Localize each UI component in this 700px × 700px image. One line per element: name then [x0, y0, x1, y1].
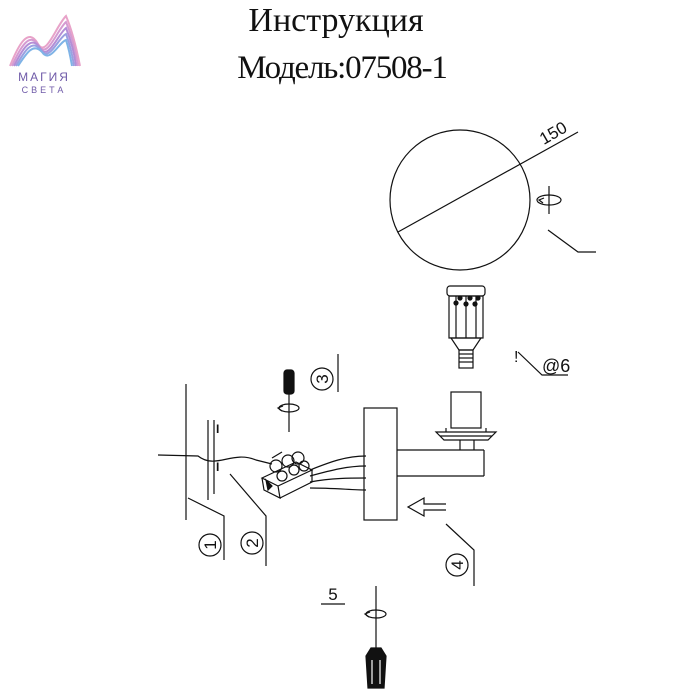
lamp-socket: [434, 391, 498, 441]
model-number: Модель:07508-1: [237, 50, 448, 86]
terminal-block: [260, 451, 314, 500]
bulb-socket-label: @6: [542, 356, 570, 376]
step-3-label: 3: [313, 374, 332, 383]
step-5-label: 5: [328, 585, 337, 604]
light-bulb: [446, 285, 486, 369]
bulb-leader-line: [517, 351, 568, 376]
callout-2-circle: [240, 531, 264, 555]
brand-subtitle: СВЕТА: [21, 85, 67, 95]
lamp-shade: [389, 129, 579, 271]
wire-mark-top: I: [216, 422, 219, 436]
diameter-label: 150: [536, 118, 570, 149]
brand-name: МАГИЯ: [18, 70, 70, 84]
mains-wire: [157, 454, 273, 465]
screwdriver-icon-lower: [363, 586, 387, 689]
warning-mark: !: [514, 349, 518, 366]
mount-arrow-icon: [406, 496, 446, 518]
wire-mark-bottom: I: [216, 460, 219, 474]
callout-2-leader: [229, 473, 267, 566]
shade-leader-line: [547, 229, 596, 253]
callout-1-circle: [198, 533, 222, 557]
brand-logo-wave-icon: [9, 14, 81, 67]
callout-4-leader: [445, 523, 475, 586]
brand-logo: МАГИЯ СВЕТА: [4, 6, 84, 96]
lamp-arm: [397, 440, 485, 477]
page-title: Инструкция: [248, 2, 424, 39]
step-1-label: 1: [201, 540, 220, 549]
wall-plate: [363, 407, 398, 521]
diameter-line: [397, 131, 579, 233]
step-4-label: 4: [448, 560, 467, 569]
step-2-label: 2: [243, 538, 262, 547]
wall-surface: [185, 384, 215, 520]
callout-3-circle: [310, 367, 334, 391]
rotate-icon: [536, 186, 562, 214]
callout-1-leader: [187, 497, 225, 560]
callout-4-circle: [445, 553, 469, 577]
screwdriver-icon: [276, 369, 300, 432]
connecting-wires: [309, 455, 367, 491]
